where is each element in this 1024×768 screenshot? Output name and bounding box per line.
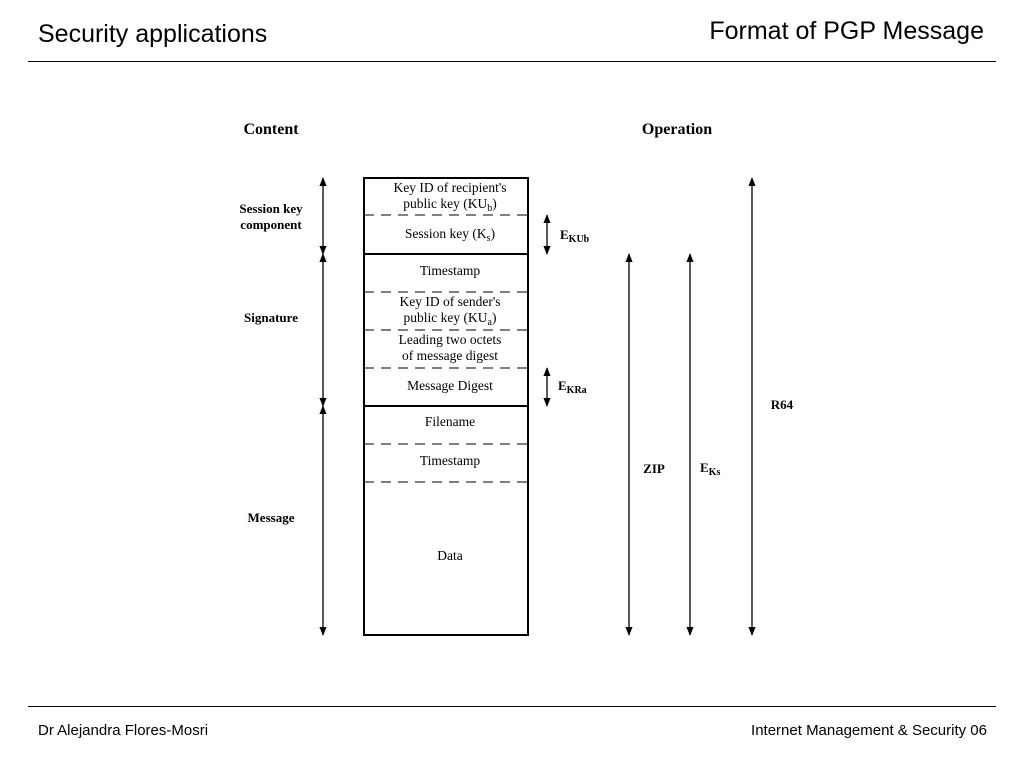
slide-title: Format of PGP Message bbox=[709, 17, 984, 45]
session-key-component-label-line1: Session key bbox=[239, 201, 303, 216]
header-divider bbox=[28, 61, 996, 62]
session-key-cell: Session key (Ks) bbox=[405, 226, 495, 244]
e-kra-label: EKRa bbox=[558, 378, 587, 396]
footer-divider bbox=[28, 706, 996, 707]
message-digest-cell: Message Digest bbox=[407, 378, 493, 393]
sender-key-id-line1: Key ID of sender's bbox=[399, 294, 500, 309]
leading-octets-line2: of message digest bbox=[402, 348, 498, 363]
r64-label: R64 bbox=[771, 397, 794, 412]
signature-label: Signature bbox=[244, 310, 298, 325]
message-timestamp-cell: Timestamp bbox=[420, 453, 481, 468]
e-ks-label: EKs bbox=[700, 460, 720, 478]
author-footer: Dr Alejandra Flores-Mosri bbox=[38, 722, 209, 739]
operation-heading: Operation bbox=[642, 121, 712, 138]
recipient-key-id-line2: public key (KUb) bbox=[403, 196, 496, 214]
e-kub-label: EKUb bbox=[560, 227, 590, 245]
filename-cell: Filename bbox=[425, 414, 475, 429]
leading-octets-line1: Leading two octets bbox=[399, 332, 502, 347]
sender-key-id-line2: public key (KUa) bbox=[404, 310, 497, 328]
zip-label: ZIP bbox=[643, 461, 665, 476]
data-cell: Data bbox=[437, 548, 462, 563]
content-heading: Content bbox=[243, 121, 299, 138]
message-label: Message bbox=[248, 510, 295, 525]
section-title: Security applications bbox=[38, 20, 268, 48]
signature-timestamp-cell: Timestamp bbox=[420, 263, 481, 278]
course-footer: Internet Management & Security 06 bbox=[751, 722, 987, 739]
session-key-component-label-line2: component bbox=[240, 217, 302, 232]
recipient-key-id-line1: Key ID of recipient's bbox=[393, 180, 506, 195]
